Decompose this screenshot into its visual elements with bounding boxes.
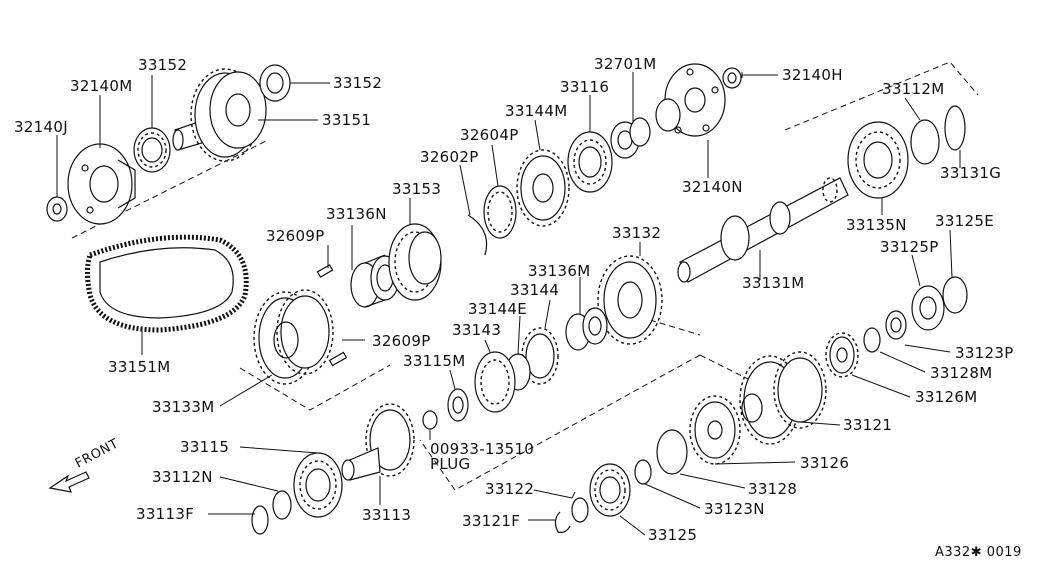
bearing-33152-left xyxy=(133,127,171,173)
circlip-33121F xyxy=(554,511,571,533)
label-33144M: 33144M xyxy=(505,102,567,120)
label-33153: 33153 xyxy=(392,180,441,198)
label-33121F: 33121F xyxy=(462,512,520,530)
baulk-ring-32604P xyxy=(483,185,517,239)
input-shaft-33113 xyxy=(341,403,415,481)
label-32609P-upper: 32609P xyxy=(266,227,325,245)
group-outlines xyxy=(71,61,979,491)
label-33122: 33122 xyxy=(485,480,534,498)
leader-lines xyxy=(56,72,961,536)
flange-32140N xyxy=(655,63,726,137)
output-shaft-33151 xyxy=(172,68,267,162)
gear-33144M xyxy=(516,149,570,227)
mainshaft-33131M xyxy=(677,177,849,283)
label-33123P: 33123P xyxy=(955,344,1014,362)
gear-33126 xyxy=(689,395,741,465)
label-33125: 33125 xyxy=(648,526,697,544)
label-33121: 33121 xyxy=(843,416,892,434)
label-33113: 33113 xyxy=(362,506,411,524)
countershaft-gear-33121 xyxy=(739,351,827,445)
bearing-33115 xyxy=(293,452,343,518)
label-33131M: 33131M xyxy=(742,274,804,292)
label-33151: 33151 xyxy=(322,111,371,129)
drive-chain-33151M xyxy=(85,234,249,333)
label-33125E: 33125E xyxy=(935,212,994,230)
label-00933-13510: 00933-13510 xyxy=(430,440,534,458)
bearing-33125P xyxy=(911,285,945,331)
label-33128: 33128 xyxy=(748,480,797,498)
label-32609P-lower: 32609P xyxy=(372,332,431,350)
gear-33132 xyxy=(597,255,663,345)
snap-ring-33125E xyxy=(942,276,968,314)
nut-32140H xyxy=(722,67,742,89)
label-32701M: 32701M xyxy=(594,55,656,73)
snap-ring-33122 xyxy=(571,497,589,523)
label-plug: PLUG xyxy=(430,455,470,473)
circlip-33113F xyxy=(251,505,269,535)
needle-bearing-33136M xyxy=(565,307,608,351)
label-33126: 33126 xyxy=(800,454,849,472)
label-33115: 33115 xyxy=(180,438,229,456)
nut-32140J xyxy=(46,196,68,222)
label-32140N: 32140N xyxy=(682,178,743,196)
bearing-33135N xyxy=(847,121,909,199)
label-33131G: 33131G xyxy=(940,164,1001,182)
label-32140M: 32140M xyxy=(70,77,132,95)
sprocket-33133M xyxy=(253,289,334,385)
label-32602P: 32602P xyxy=(420,148,479,166)
label-33112M: 33112M xyxy=(882,80,944,98)
hub-33153 xyxy=(388,223,442,301)
washer-33128M xyxy=(863,327,881,353)
snap-ring-33112N xyxy=(272,490,292,520)
bearing-33116 xyxy=(567,131,613,193)
label-33116: 33116 xyxy=(560,78,609,96)
label-33151M: 33151M xyxy=(108,358,170,376)
label-33112N: 33112N xyxy=(152,468,213,486)
diagram-id-code: A332✱ 0019 xyxy=(935,545,1022,560)
part-labels: 32140J 32140M 33152 33152 33151 33151M 3… xyxy=(14,55,1022,560)
flange-32140M xyxy=(67,143,136,225)
needle-bearing-33115M xyxy=(447,388,469,422)
bearing-32701M xyxy=(610,117,651,159)
label-33144E: 33144E xyxy=(468,300,527,318)
hub-33143 xyxy=(474,351,516,413)
label-33136N: 33136N xyxy=(326,205,387,223)
label-33123N: 33123N xyxy=(704,500,765,518)
label-32140J: 32140J xyxy=(14,118,68,136)
snap-ring-33112M xyxy=(910,119,940,165)
pin-32609P-lower xyxy=(328,351,348,367)
label-33132: 33132 xyxy=(612,224,661,242)
label-33126M: 33126M xyxy=(915,388,977,406)
label-33125P: 33125P xyxy=(880,238,939,256)
bearing-33125 xyxy=(589,463,631,517)
snap-ring-32602P xyxy=(467,214,488,256)
label-32604P: 32604P xyxy=(460,126,519,144)
label-33144: 33144 xyxy=(510,281,559,299)
shim-33123P xyxy=(885,310,907,340)
label-33135N: 33135N xyxy=(846,216,907,234)
label-33115M: 33115M xyxy=(403,352,465,370)
shim-33123N xyxy=(634,459,652,485)
front-label: FRONT xyxy=(73,436,121,471)
pin-32609P-upper xyxy=(316,264,334,278)
snap-ring-33131G xyxy=(944,105,966,151)
label-33143: 33143 xyxy=(452,321,501,339)
label-33133M: 33133M xyxy=(152,398,214,416)
label-32140H: 32140H xyxy=(782,66,843,84)
front-arrow-icon xyxy=(48,471,90,493)
plug-00933-13510 xyxy=(422,410,438,430)
label-33113F: 33113F xyxy=(136,505,194,523)
label-33128M: 33128M xyxy=(930,364,992,382)
washer-33128 xyxy=(656,429,688,475)
label-33152-left: 33152 xyxy=(138,56,187,74)
label-33136M: 33136M xyxy=(528,262,590,280)
gear-33126M xyxy=(825,332,859,378)
label-33152-right: 33152 xyxy=(333,74,382,92)
bearing-33152-right xyxy=(259,64,291,102)
